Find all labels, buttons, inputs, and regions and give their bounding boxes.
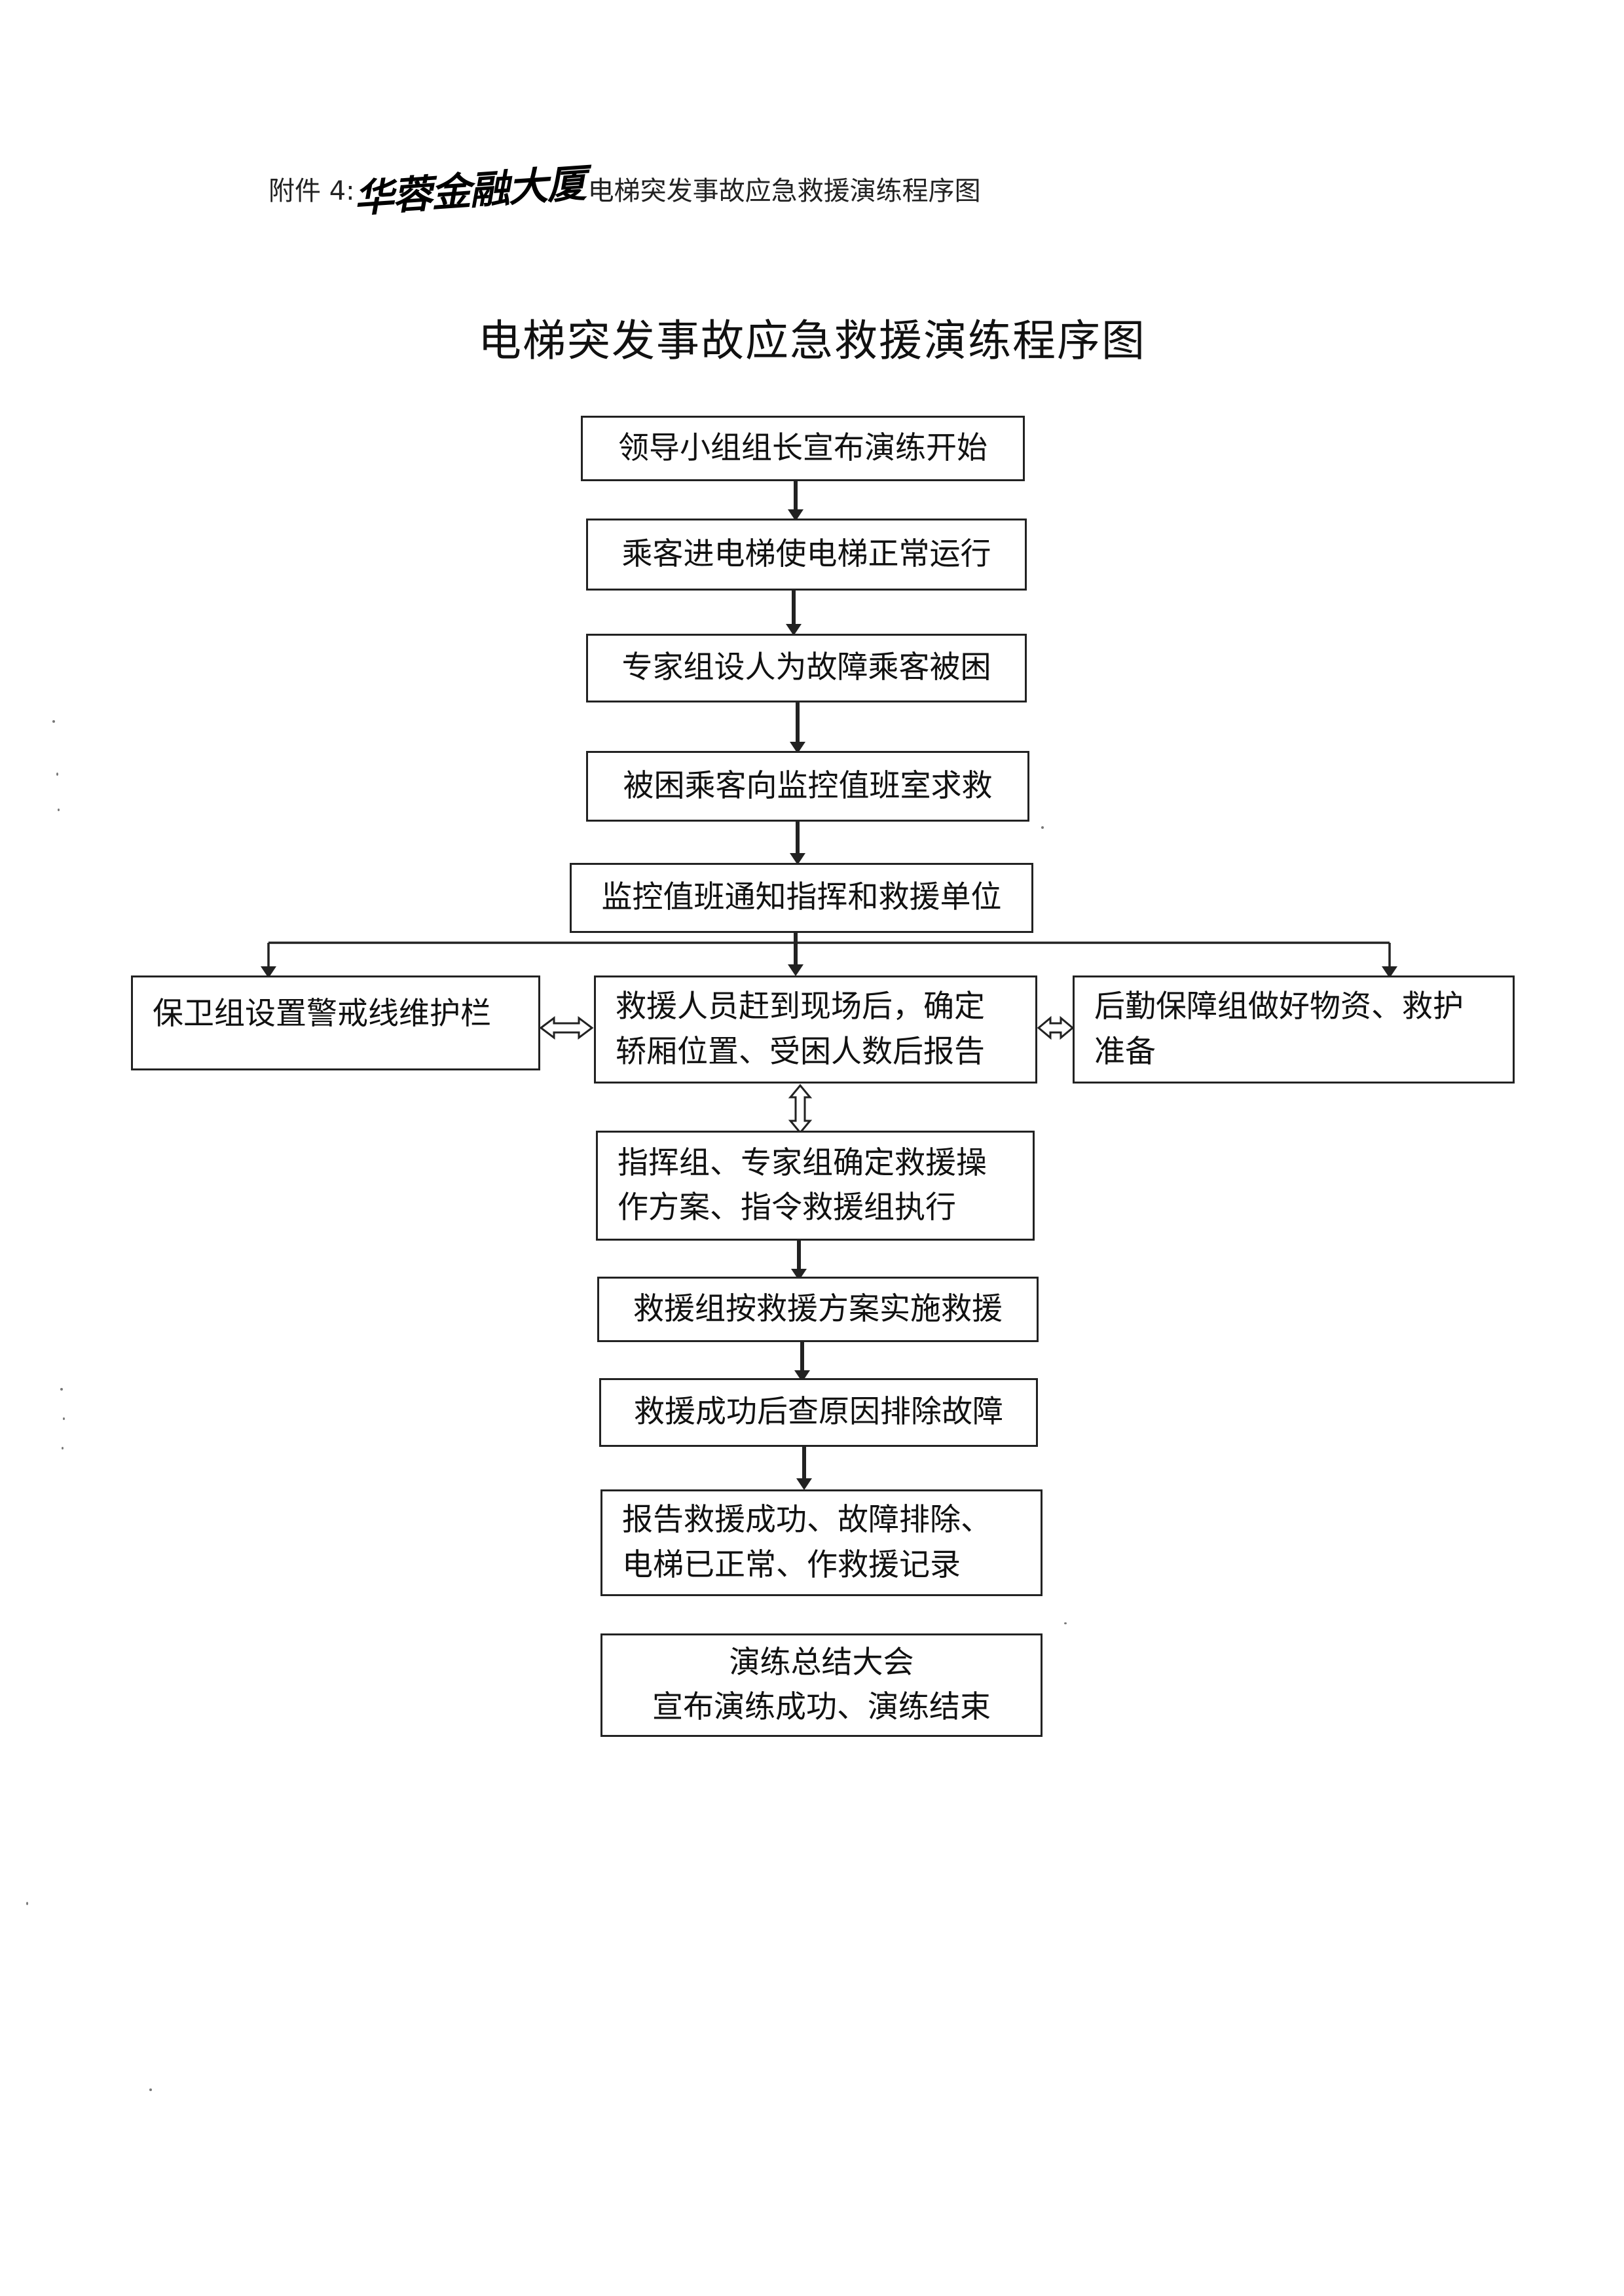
- step-rescuers-arrive-line1: 救援人员赶到现场后，确定: [616, 989, 985, 1025]
- step-simulated-fault: 专家组设人为故障乘客被困: [586, 634, 1027, 702]
- attachment-label: 附件 4:: [268, 176, 355, 206]
- attachment-header: 附件 4: 华蓉金融大厦 电梯突发事故应急救援演练程序图: [268, 160, 981, 222]
- step-report-success: 报告救援成功、故障排除、 电梯已正常、作救援记录: [600, 1489, 1043, 1596]
- scan-speck: [56, 773, 58, 776]
- step-simulated-fault-label: 专家组设人为故障乘客被困: [621, 649, 991, 686]
- step-summary-meeting: 演练总结大会 宣布演练成功、演练结束: [600, 1633, 1043, 1737]
- arrowhead-5-center: [788, 964, 803, 976]
- arrowhead-1-2: [788, 509, 803, 521]
- scan-speck: [149, 2088, 152, 2091]
- step-execute-rescue-label: 救援组按救援方案实施救援: [633, 1290, 1003, 1327]
- step-notify-units: 监控值班通知指挥和救援单位: [570, 863, 1033, 933]
- step-start-drill-label: 领导小组组长宣布演练开始: [618, 429, 987, 466]
- step-summary-meeting-line1: 演练总结大会: [729, 1644, 914, 1681]
- arrowhead-9-10: [796, 1478, 812, 1490]
- branch-security-cordon-label: 保卫组设置警戒线维护栏: [153, 996, 491, 1032]
- scan-speck: [1064, 1622, 1067, 1624]
- double-arrow-left-center: [539, 1016, 594, 1040]
- step-troubleshoot: 救援成功后查原因排除故障: [599, 1378, 1038, 1447]
- arrowhead-2-3: [786, 624, 802, 636]
- step-troubleshoot-label: 救援成功后查原因排除故障: [634, 1394, 1003, 1430]
- double-arrow-center-step7: [788, 1084, 813, 1135]
- scan-speck: [26, 1902, 28, 1905]
- scan-speck: [52, 720, 55, 723]
- scan-speck: [63, 1417, 65, 1420]
- step-rescuers-arrive-line2: 轿厢位置、受困人数后报告: [616, 1033, 985, 1070]
- step-plan-rescue: 指挥组、专家组确定救援操 作方案、指令救援组执行: [596, 1131, 1035, 1241]
- step-passenger-calls-help-label: 被困乘客向监控值班室求救: [623, 767, 993, 804]
- step-passenger-enters: 乘客进电梯使电梯正常运行: [586, 519, 1027, 591]
- step-notify-units-label: 监控值班通知指挥和救援单位: [601, 879, 1002, 916]
- step-rescuers-arrive: 救援人员赶到现场后，确定 轿厢位置、受困人数后报告: [594, 975, 1037, 1084]
- attachment-subject: 电梯突发事故应急救援演练程序图: [587, 176, 981, 206]
- step-summary-meeting-line2: 宣布演练成功、演练结束: [652, 1689, 991, 1725]
- arrowhead-right-branch: [1382, 966, 1397, 978]
- step-plan-rescue-line2: 作方案、指令救援组执行: [618, 1190, 956, 1226]
- scan-speck: [58, 809, 60, 811]
- step-start-drill: 领导小组组长宣布演练开始: [581, 416, 1025, 481]
- scan-speck: [60, 1388, 63, 1391]
- arrowhead-3-4: [790, 742, 805, 754]
- step-execute-rescue: 救援组按救援方案实施救援: [597, 1277, 1039, 1342]
- double-arrow-center-right: [1037, 1015, 1075, 1040]
- step-report-success-line2: 电梯已正常、作救援记录: [622, 1546, 961, 1583]
- branch-logistics-prep: 后勤保障组做好物资、救护 准备: [1073, 975, 1515, 1084]
- arrowhead-left-branch: [261, 966, 276, 978]
- branch-security-cordon: 保卫组设置警戒线维护栏: [131, 975, 540, 1070]
- step-passenger-calls-help: 被困乘客向监控值班室求救: [586, 751, 1029, 822]
- step-passenger-enters-label: 乘客进电梯使电梯正常运行: [621, 536, 991, 572]
- step-plan-rescue-line1: 指挥组、专家组确定救援操: [618, 1144, 987, 1181]
- arrowhead-8-9: [794, 1370, 810, 1382]
- arrowhead-7-8: [791, 1269, 807, 1281]
- step-report-success-line1: 报告救援成功、故障排除、: [622, 1502, 991, 1539]
- arrowhead-4-5: [790, 853, 805, 865]
- branch-logistics-prep-line1: 后勤保障组做好物资、救护: [1094, 989, 1464, 1025]
- scan-speck: [62, 1447, 64, 1449]
- page-title: 电梯突发事故应急救援演练程序图: [478, 316, 1146, 366]
- scan-speck: [1041, 826, 1044, 829]
- branch-logistics-prep-line2: 准备: [1094, 1033, 1156, 1070]
